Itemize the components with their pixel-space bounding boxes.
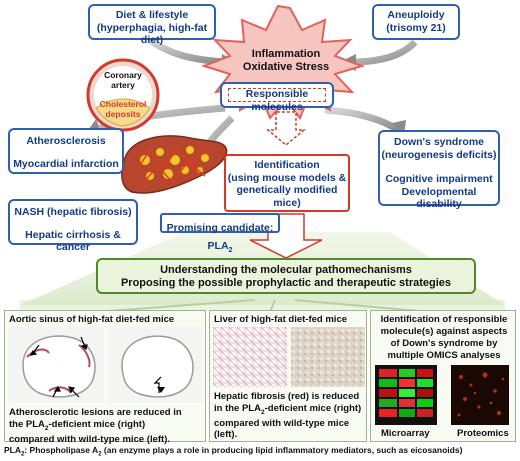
- panel3-title-line1: Identification of responsible: [380, 314, 508, 325]
- panel2-line2: in the PLA2-deficient mice (right): [214, 402, 362, 416]
- panel3-title-line4: multiple OMICS analyses: [387, 350, 501, 361]
- panel3-title: Identification of responsible molecule(s…: [373, 314, 515, 362]
- panel1-line1: Atherosclerotic lesions are reduced in: [9, 407, 182, 418]
- aortic-sinus-micrographs: [9, 327, 203, 403]
- panel3-title-line3: of Down's syndrome by: [390, 338, 498, 349]
- cholesterol-line1: Cholesterol: [99, 99, 147, 109]
- responsible-molecules-box: Responsible molecules: [220, 82, 334, 113]
- atherosclerosis-box: Atherosclerosis Myocardial infarction: [8, 128, 124, 174]
- panel2-line4: (left).: [214, 429, 238, 441]
- panel2-line1: Hepatic fibrosis (red) is reduced: [214, 391, 360, 402]
- diet-line2: (hyperphagia, high-fat diet): [96, 21, 208, 47]
- panel2-text: Hepatic fibrosis (red) is reduced in the…: [214, 391, 366, 441]
- identification-line3: genetically modified mice): [236, 184, 338, 209]
- downs-line2: (neurogenesis deficits): [381, 148, 497, 161]
- aneuploidy-box: Aneuploidy (trisomy 21): [372, 4, 460, 40]
- understanding-box: Understanding the molecular pathomechani…: [96, 258, 476, 294]
- downs-line1: Down's syndrome: [393, 136, 484, 148]
- understanding-line1: Understanding the molecular pathomechani…: [160, 264, 412, 276]
- panel2-title: Liver of high-fat diet-fed mice: [214, 314, 348, 325]
- diet-line1: Diet & lifestyle: [115, 9, 189, 21]
- omics-images: [375, 365, 509, 425]
- panel-liver: Liver of high-fat diet-fed mice Hepatic …: [209, 310, 367, 442]
- burst-line2: Oxidative Stress: [242, 61, 330, 73]
- cholesterol-deposits-label: Cholesterol deposits: [98, 99, 148, 119]
- funnel-to-panels: [20, 300, 505, 310]
- aneuploidy-line2: (trisomy 21): [386, 21, 446, 34]
- microarray-label: Microarray: [381, 428, 430, 439]
- athero-line1: Atherosclerosis: [26, 135, 106, 147]
- identification-line2: (using mouse models &: [227, 171, 347, 184]
- diet-lifestyle-box: Diet & lifestyle (hyperphagia, high-fat …: [88, 4, 216, 46]
- nash-line1: NASH (hepatic fibrosis): [14, 206, 132, 218]
- athero-line2: Myocardial infarction: [13, 157, 119, 170]
- responsible-molecules-label: Responsible molecules: [245, 88, 309, 113]
- panel1-line3: compared with wild-type mice (left).: [9, 433, 170, 445]
- downs-line4: Developmental disability: [401, 185, 477, 211]
- panel-aortic-sinus: Aortic sinus of high-fat diet-fed mice A…: [4, 310, 206, 445]
- downs-line3: Cognitive impairment: [385, 173, 493, 185]
- panel1-title: Aortic sinus of high-fat diet-fed mice: [9, 314, 175, 325]
- nash-line2: Hepatic cirrhosis & cancer: [25, 228, 121, 254]
- panel3-title-line2: molecule(s) against aspects: [380, 326, 508, 337]
- coronary-line1: Coronary: [104, 70, 142, 80]
- coronary-artery-label: Coronary artery: [100, 70, 146, 90]
- candidate-text: Promising candidate: PLA2: [166, 222, 274, 255]
- panel-omics: Identification of responsible molecule(s…: [370, 310, 516, 442]
- identification-box: Identification (using mouse models & gen…: [224, 154, 350, 212]
- understanding-line2: Proposing the possible prophylactic and …: [120, 277, 452, 289]
- promising-candidate-box: Promising candidate: PLA2: [160, 213, 280, 254]
- panel2-line3: compared with wild-type mice: [214, 417, 350, 429]
- microarray-heatmap: [379, 369, 433, 417]
- nash-box: NASH (hepatic fibrosis) Hepatic cirrhosi…: [8, 199, 138, 253]
- cholesterol-line2: deposits: [105, 109, 141, 119]
- proteomics-label: Proteomics: [457, 428, 509, 439]
- proteomics-gel: [457, 372, 505, 417]
- burst-label: Inflammation Oxidative Stress: [230, 48, 342, 74]
- arrow-burst-to-downs: [324, 106, 400, 133]
- burst-line1: Inflammation: [251, 48, 321, 60]
- coronary-line2: artery: [111, 80, 135, 90]
- liver-micrographs: [213, 327, 365, 387]
- identification-line1: Identification: [254, 159, 320, 171]
- footnote: PLA2: Phospholipase A2 (an enzyme plays …: [4, 445, 463, 458]
- panel1-text: Atherosclerotic lesions are reduced in t…: [9, 407, 205, 445]
- downs-syndrome-box: Down's syndrome (neurogenesis deficits) …: [378, 130, 500, 210]
- aneuploidy-line1: Aneuploidy: [387, 9, 445, 21]
- dashed-arrow-down: [265, 111, 307, 146]
- panel1-line2: the PLA2-deficient mice (right): [9, 418, 146, 432]
- arrow-aneuploidy-to-burst: [351, 39, 418, 66]
